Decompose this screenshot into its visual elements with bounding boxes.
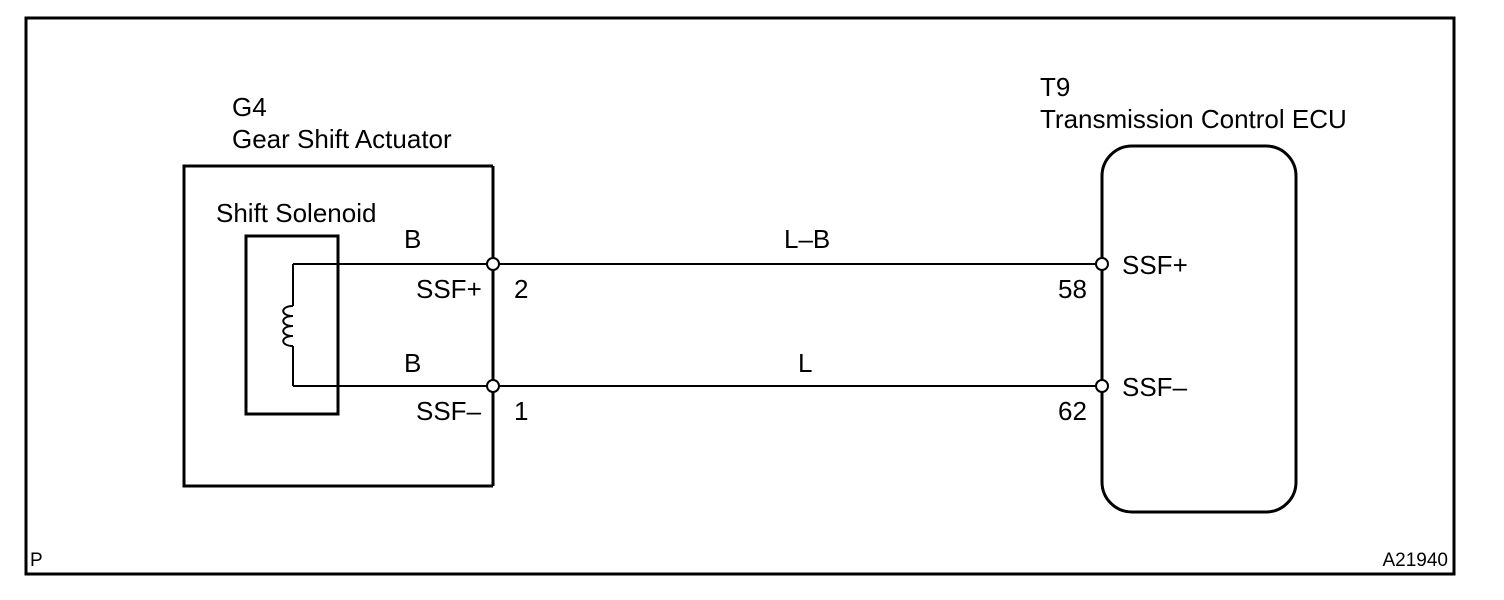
actuator-signal-1: SSF+ [416, 274, 482, 304]
actuator-code: G4 [232, 92, 267, 122]
actuator-terminal-1 [486, 379, 500, 393]
solenoid-label: Shift Solenoid [216, 198, 376, 228]
actuator-terminal-2 [486, 257, 500, 271]
actuator-wire-color-2: B [404, 348, 421, 378]
ecu-terminal-58 [1095, 257, 1109, 271]
solenoid-box [244, 234, 340, 416]
actuator-pin-2: 1 [514, 396, 528, 426]
wire-color-1: L–B [784, 224, 830, 254]
ecu-box [1100, 144, 1298, 514]
ecu-signal-1: SSF+ [1122, 250, 1188, 280]
ecu-pin-1: 58 [1058, 274, 1087, 304]
figure-id: A21940 [1382, 550, 1448, 571]
wire-color-2: L [798, 348, 812, 378]
actuator-signal-2: SSF– [416, 396, 482, 426]
ecu-terminal-62 [1095, 379, 1109, 393]
diagram-frame [24, 16, 1456, 576]
actuator-name: Gear Shift Actuator [232, 124, 452, 154]
actuator-connector-box [182, 164, 495, 488]
actuator-pin-1: 2 [514, 274, 528, 304]
corner-mark: P [30, 550, 43, 571]
ecu-code: T9 [1040, 72, 1070, 102]
actuator-wire-color-1: B [404, 224, 421, 254]
ecu-pin-2: 62 [1058, 396, 1087, 426]
coil-icon [282, 305, 294, 347]
ecu-name: Transmission Control ECU [1040, 104, 1347, 134]
ecu-signal-2: SSF– [1122, 372, 1188, 402]
solenoid-winding [292, 263, 487, 387]
